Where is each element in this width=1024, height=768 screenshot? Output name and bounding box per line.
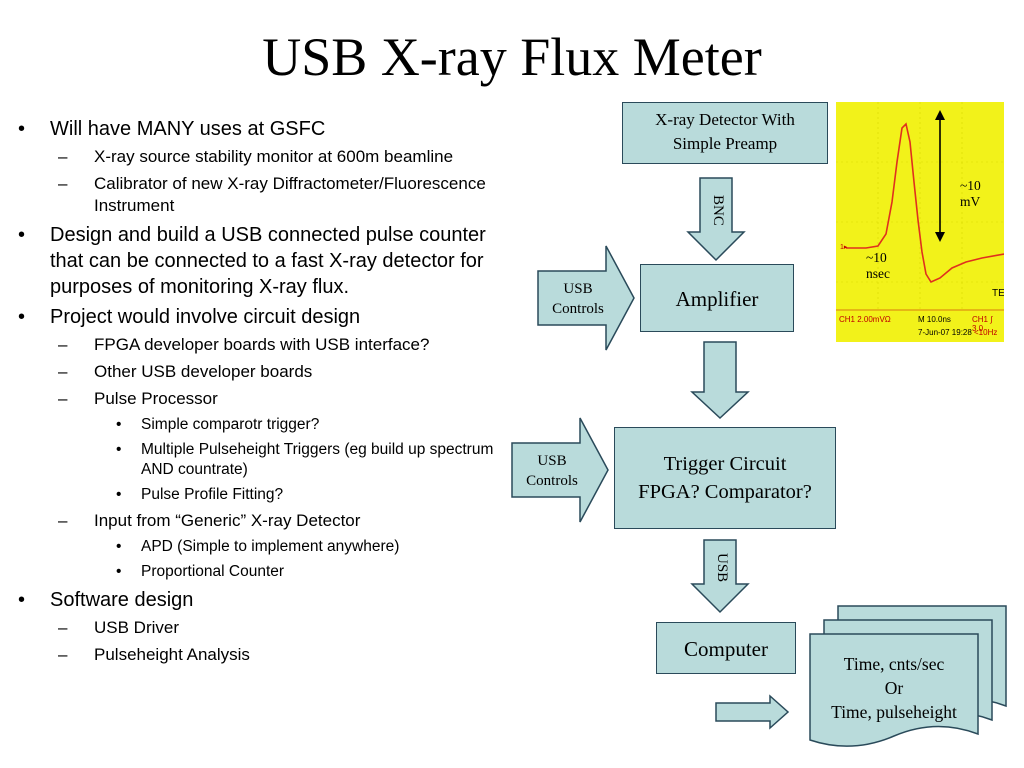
bullet-marker: • [116,416,122,433]
bullet-item-level1: • Project would involve circuit design [18,304,518,330]
detector-label-line1: X-ray Detector With [655,110,795,129]
computer-box: Computer [656,622,796,674]
bullet-text: Pulseheight Analysis [94,645,250,664]
bullet-item-level2: – Pulse Processor [18,388,518,410]
bullet-marker: – [58,618,68,637]
bullet-marker: – [58,362,68,381]
amplifier-box: Amplifier [640,264,794,332]
bullet-text: Software design [50,589,194,611]
trigger-label-line2: FPGA? Comparator? [638,481,812,503]
output-document-text: Time, cnts/sec Or Time, pulseheight [831,654,957,722]
bullet-marker: • [116,486,122,503]
bullet-text: Input from “Generic” X-ray Detector [94,511,361,530]
bullet-marker: – [58,174,68,193]
bullet-item-level2: – Calibrator of new X-ray Diffractometer/… [18,173,518,217]
bullet-marker: – [58,335,68,354]
bullet-text: Pulse Processor [94,389,218,408]
usb-controls-arrow-1 [537,245,635,351]
bnc-arrow [686,177,746,262]
oscilloscope-capture: 1▸ ~10 mV ~10 nsec CH1 2.00mVΩ M 10.0ns … [836,102,1004,342]
bullet-marker: • [18,589,26,611]
computer-to-output-arrow [715,694,790,730]
bullet-marker: • [116,441,122,458]
bullet-marker: • [116,538,122,555]
trigger-circuit-box: Trigger Circuit FPGA? Comparator? [614,427,836,529]
scope-te-readout: TE [992,288,1004,299]
bullet-marker: – [58,389,68,408]
bullet-marker: – [58,511,68,530]
amp-to-trigger-arrow [690,341,750,420]
bullet-item-level2: – Input from “Generic” X-ray Detector [18,510,518,532]
bullet-item-level2: – X-ray source stability monitor at 600m … [18,146,518,168]
bullet-text: Project would involve circuit design [50,306,361,328]
detector-label-line2: Simple Preamp [672,134,778,153]
bullet-list: • Will have MANY uses at GSFC – X-ray sourc… [18,116,518,671]
bullet-text: Pulse Profile Fitting? [141,486,284,503]
bullet-text: USB Driver [94,618,180,637]
trigger-label-line1: Trigger Circuit [663,453,787,475]
bullet-item-level2: – Pulseheight Analysis [18,644,518,666]
bullet-item-level3: • APD (Simple to implement anywhere) [18,537,518,557]
bullet-text: Simple comparotr trigger? [141,416,320,433]
bullet-marker: – [58,645,68,664]
usb-arrow [690,539,750,614]
bullet-item-level2: – FPGA developer boards with USB interfac… [18,334,518,356]
bullet-text: APD (Simple to implement anywhere) [141,538,400,555]
bullet-item-level2: – Other USB developer boards [18,361,518,383]
scope-date-readout: 7-Jun-07 19:28 [918,328,972,337]
bullet-text: Design and build a USB connected pulse c… [50,224,486,298]
bullet-item-level3: • Proportional Counter [18,562,518,582]
scope-m-readout: M 10.0ns [918,315,951,324]
bullet-item-level3: • Simple comparotr trigger? [18,415,518,435]
bullet-item-level2: – USB Driver [18,617,518,639]
scope-hz-readout: <10Hz [974,328,998,337]
usb-controls-label-2: USB Controls [526,453,578,489]
bullet-text: Calibrator of new X-ray Diffractometer/F… [94,174,486,215]
usb-controls-label-1: USB Controls [552,281,604,317]
svg-text:1▸: 1▸ [840,244,848,251]
bullet-item-level3: • Pulse Profile Fitting? [18,485,518,505]
output-document-stack [809,605,1007,747]
scope-trace-plot: 1▸ [836,102,1004,312]
bullet-marker: • [18,224,26,246]
bullet-text: Will have MANY uses at GSFC [50,118,326,140]
usb-label: USB [714,553,730,583]
bullet-item-level1: • Will have MANY uses at GSFC [18,116,518,142]
bullet-item-level1: • Software design [18,587,518,613]
scope-ch1-readout: CH1 2.00mVΩ [839,315,891,324]
detector-box: X-ray Detector With Simple Preamp [622,102,828,164]
bullet-marker: • [18,306,26,328]
pulse-trace [846,122,1004,284]
computer-label: Computer [684,637,768,661]
bullet-text: Proportional Counter [141,563,285,580]
scope-time-label: ~10 nsec [866,250,890,281]
bullet-item-level1: • Design and build a USB connected pulse … [18,222,518,300]
usb-controls-arrow-2 [511,417,609,523]
bullet-text: Other USB developer boards [94,362,313,381]
bullet-marker: • [116,563,122,580]
scope-amplitude-label: ~10 mV [960,178,981,209]
amplifier-label: Amplifier [675,287,759,311]
bullet-item-level3: • Multiple Pulseheight Triggers (eg build… [18,440,518,480]
amplitude-double-arrow [935,110,945,242]
bullet-marker: – [58,147,68,166]
bnc-label: BNC [710,194,726,226]
bullet-text: FPGA developer boards with USB interface… [94,335,430,354]
bullet-text: Multiple Pulseheight Triggers (eg build … [141,441,494,478]
scope-ch1r-readout: CH1 ∫ 3.0 [972,315,993,333]
bullet-text: X-ray source stability monitor at 600m b… [94,147,454,166]
bullet-marker: • [18,118,26,140]
slide-title: USB X-ray Flux Meter [262,27,762,87]
